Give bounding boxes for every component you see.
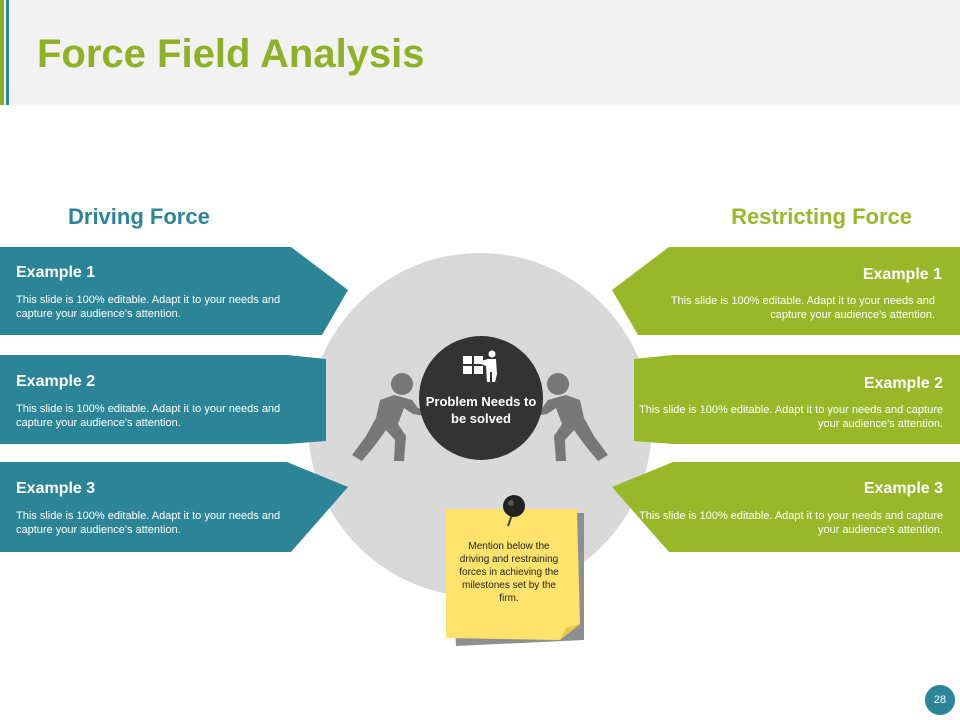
- driving-example-1-title: Example 1: [16, 264, 96, 281]
- restricting-arrow-2[interactable]: [634, 355, 960, 444]
- slide-title: Force Field Analysis: [37, 32, 425, 76]
- restricting-force-heading: Restricting Force: [731, 204, 912, 229]
- driving-example-2-title: Example 2: [16, 373, 96, 390]
- problem-label: Problem Needs to be solved: [425, 394, 537, 426]
- restricting-example-2: Example 2 This slide is 100% editable. A…: [633, 374, 943, 431]
- puzzle-person-icon: [463, 350, 497, 382]
- person-pushing-right-icon: [535, 373, 608, 461]
- person-pushing-left-icon: [352, 373, 425, 461]
- restricting-example-3-title: Example 3: [863, 480, 943, 497]
- driving-force-heading: Driving Force: [68, 204, 210, 229]
- restricting-example-1: Example 1 This slide is 100% editable. A…: [632, 265, 942, 322]
- restricting-example-1-title: Example 1: [862, 266, 942, 283]
- driving-example-2: Example 2 This slide is 100% editable. A…: [16, 372, 316, 430]
- accent-bar-green: [0, 0, 4, 105]
- problem-circle: [419, 336, 543, 460]
- sticky-note: [446, 509, 580, 640]
- driving-arrow-3[interactable]: [0, 462, 348, 552]
- driving-example-2-body: This slide is 100% editable. Adapt it to…: [16, 403, 281, 429]
- sticky-note-text: Mention below the driving and restrainin…: [459, 541, 559, 604]
- restricting-arrow-1[interactable]: [612, 247, 960, 335]
- driving-arrow-1[interactable]: [0, 247, 348, 335]
- driving-example-3-body: This slide is 100% editable. Adapt it to…: [16, 510, 281, 536]
- restricting-example-1-body: This slide is 100% editable. Adapt it to…: [670, 295, 935, 321]
- sticky-note-curl: [560, 624, 580, 640]
- restricting-arrow-3[interactable]: [612, 462, 960, 552]
- slide-header: Force Field Analysis: [0, 0, 960, 105]
- driving-example-3: Example 3 This slide is 100% editable. A…: [16, 479, 316, 537]
- accent-bar-blue: [6, 0, 9, 105]
- driving-example-1-body: This slide is 100% editable. Adapt it to…: [16, 294, 281, 320]
- driving-example-3-title: Example 3: [16, 480, 96, 497]
- driving-example-1: Example 1 This slide is 100% editable. A…: [16, 263, 316, 321]
- driving-arrow-2[interactable]: [0, 355, 326, 444]
- push-pin-icon: [503, 495, 525, 527]
- page-number-badge: 28: [925, 685, 955, 715]
- restricting-example-2-title: Example 2: [863, 375, 943, 392]
- restricting-example-3: Example 3 This slide is 100% editable. A…: [633, 479, 943, 537]
- restricting-example-2-body: This slide is 100% editable. Adapt it to…: [639, 404, 943, 430]
- restricting-example-3-body: This slide is 100% editable. Adapt it to…: [639, 510, 943, 536]
